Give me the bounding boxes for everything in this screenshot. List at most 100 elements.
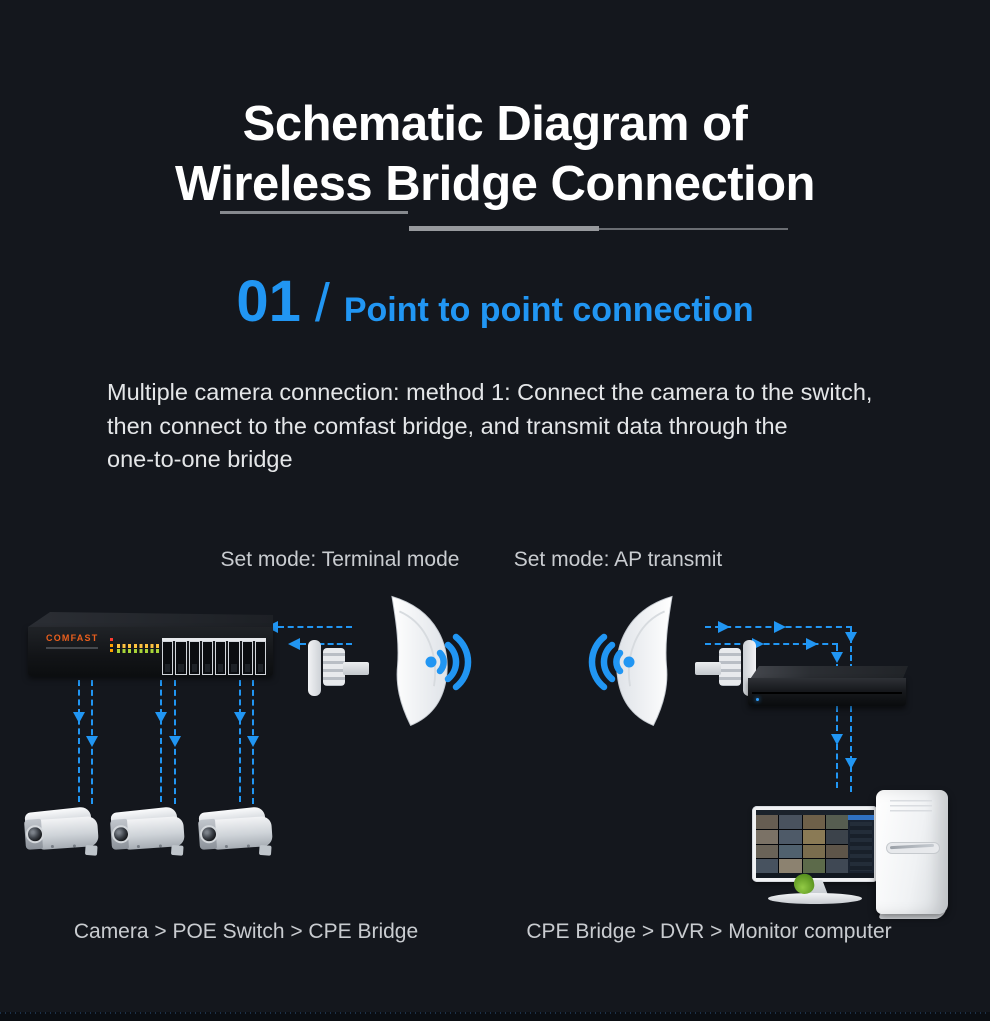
switch-model-text (46, 647, 98, 649)
dashed-line-switch-to-camera (160, 680, 162, 802)
cctv-camera (22, 801, 112, 865)
cpe-bridge-right (608, 584, 758, 736)
switch-front-face: COMFAST (28, 627, 273, 676)
camera-bracket (258, 844, 272, 856)
switch-brand-label: COMFAST (46, 633, 99, 643)
cctv-cell (825, 859, 848, 873)
cctv-cell (802, 815, 825, 829)
arrow-down-icon (73, 712, 85, 723)
monitor-toolbar (756, 810, 874, 815)
dashed-line-bridge-to-switch-2 (300, 643, 352, 645)
port-label-strip (162, 638, 266, 641)
dvr-front-face (748, 678, 906, 706)
page-title-line1: Schematic Diagram of (242, 97, 748, 151)
monitor-statusbar (756, 873, 874, 878)
port-led-row (117, 644, 162, 648)
ethernet-port-row (162, 641, 266, 675)
cctv-cell (779, 829, 802, 844)
page-title-line2: Wireless Bridge Connection (174, 157, 816, 211)
port-led-row (117, 649, 162, 653)
dashed-line-switch-to-camera (78, 680, 80, 802)
camera-bracket (84, 844, 98, 856)
title-divider-thin (599, 228, 788, 230)
cctv-cell (802, 844, 825, 859)
ethernet-port (228, 641, 240, 675)
arrow-down-icon (169, 736, 181, 747)
arrow-left-icon (288, 638, 300, 650)
dashed-line-dvr-to-monitor (850, 706, 852, 792)
description-line2: then connect to the comfast bridge, and … (107, 412, 788, 439)
section-heading: Point to point connection (343, 291, 754, 329)
arrow-down-icon (845, 758, 857, 769)
cctv-cell (779, 844, 802, 859)
monitor-sidebar (848, 815, 874, 873)
title-divider-thick (409, 226, 599, 231)
cctv-cell (756, 859, 779, 873)
dvr (746, 666, 908, 710)
cctv-cell (756, 829, 779, 844)
description-line1: Multiple camera connection: method 1: Co… (107, 379, 873, 405)
ethernet-port (215, 641, 227, 675)
arrow-right-icon (718, 621, 730, 633)
ethernet-port (201, 641, 213, 675)
arrow-down-icon (234, 712, 246, 723)
cctv-cell (756, 815, 779, 829)
arrow-right-icon (774, 621, 786, 633)
cctv-cell (802, 829, 825, 844)
dashed-line-to-dvr (850, 628, 852, 670)
ethernet-port (162, 641, 174, 675)
bridge-mount-arm (343, 662, 369, 675)
cctv-cell (802, 859, 825, 873)
section-number: 01 (236, 269, 301, 334)
cctv-cell (779, 815, 802, 829)
ethernet-port (175, 641, 187, 675)
arrow-down-icon (247, 736, 259, 747)
arrow-down-icon (845, 632, 857, 643)
arrow-down-icon (86, 736, 98, 747)
description-line3: one-to-one bridge (107, 446, 293, 472)
arrow-down-icon (831, 734, 843, 745)
poe-switch: COMFAST (28, 612, 273, 678)
monitor-base (768, 893, 862, 904)
cctv-camera (196, 801, 286, 865)
dashed-line-bridge-to-dvr-2 (705, 643, 838, 645)
wifi-signal-icon (425, 633, 472, 691)
mode-label-ap: Set mode: AP transmit (513, 548, 723, 571)
section-slash: / (314, 273, 330, 333)
description-paragraph: Multiple camera connection: method 1: Co… (107, 376, 872, 477)
title-underline (220, 211, 408, 214)
ethernet-port (188, 641, 200, 675)
dvr-groove (752, 692, 902, 694)
power-led (110, 638, 113, 641)
arrow-down-icon (155, 712, 167, 723)
tower-vents (890, 800, 932, 814)
bridge-mount-clamp (719, 648, 741, 686)
bridge-mount-clamp (323, 648, 345, 686)
camera-bracket (170, 844, 184, 856)
flow-label-left: Camera > POE Switch > CPE Bridge (73, 920, 419, 943)
ethernet-port (241, 641, 253, 675)
bridge-mount-pole (308, 640, 321, 696)
flow-label-right: CPE Bridge > DVR > Monitor computer (526, 920, 892, 943)
status-led (110, 644, 113, 647)
cctv-cell (825, 844, 848, 859)
cctv-cell (825, 815, 848, 829)
arrow-right-icon (806, 638, 818, 650)
monitor-screen (756, 810, 874, 878)
ethernet-port (254, 641, 266, 675)
switch-top-face (28, 612, 273, 627)
cctv-cell (779, 859, 802, 873)
section-header: 01 / Point to point connection (0, 268, 990, 335)
cctv-cell (756, 844, 779, 859)
bottom-section-edge (0, 1012, 990, 1021)
mode-label-terminal: Set mode: Terminal mode (220, 548, 460, 571)
cctv-camera (108, 801, 198, 865)
bridge-dish (616, 595, 673, 727)
dashed-line-bridge-to-switch-1 (278, 626, 352, 628)
dvr-top-face (750, 666, 908, 678)
cctv-grid (756, 815, 848, 873)
dashed-line-switch-to-camera (239, 680, 241, 802)
dvr-power-led (756, 698, 759, 701)
cctv-cell (825, 829, 848, 844)
dashed-line-dvr-to-monitor (836, 706, 838, 788)
